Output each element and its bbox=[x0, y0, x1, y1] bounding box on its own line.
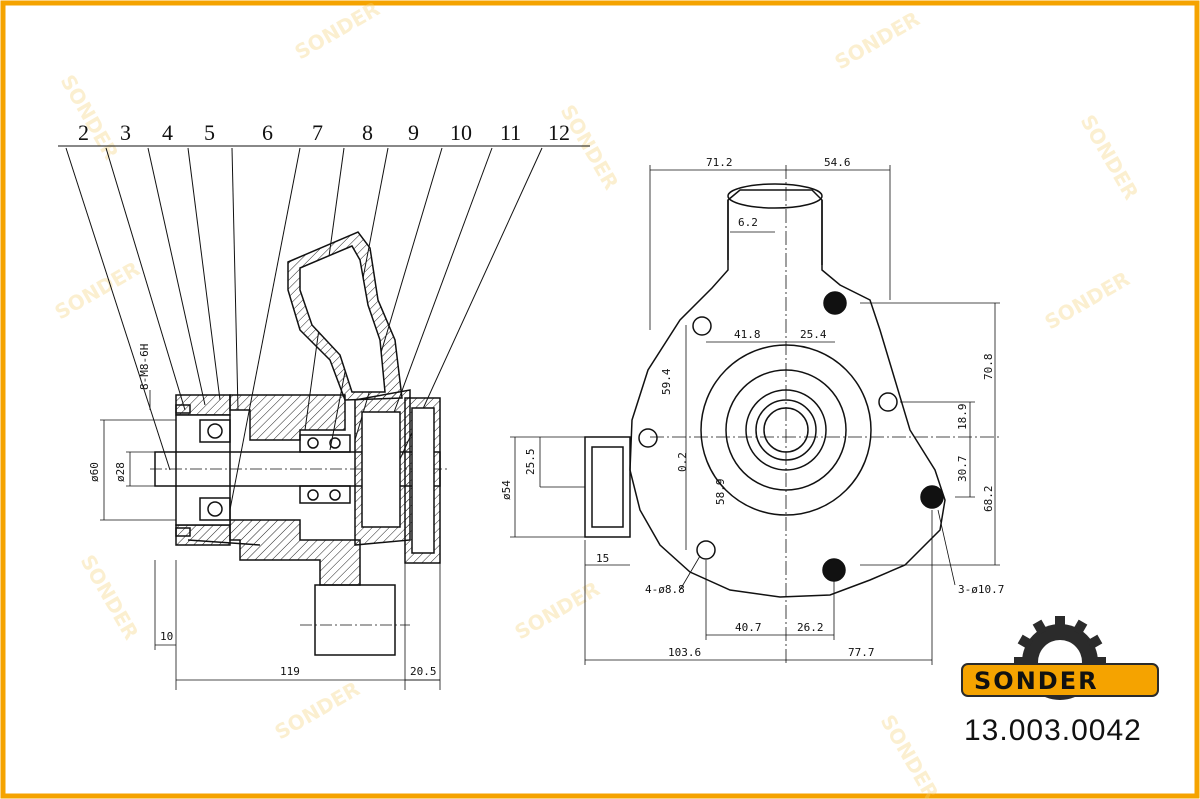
part-number: 13.003.0042 bbox=[964, 714, 1142, 747]
logo-plate bbox=[961, 663, 1159, 697]
dim-59-4: 59.4 bbox=[660, 368, 673, 395]
dim-15: 15 bbox=[596, 552, 609, 565]
part-label: 7 bbox=[312, 120, 323, 145]
dim-len119: 119 bbox=[280, 665, 300, 678]
logo-text: SONDER bbox=[974, 667, 1099, 695]
part-label: 4 bbox=[162, 120, 173, 145]
sonder-logo: SONDER bbox=[961, 616, 1159, 700]
part-label: 3 bbox=[120, 120, 131, 145]
dim-103-6: 103.6 bbox=[668, 646, 701, 659]
dim-77-7: 77.7 bbox=[848, 646, 875, 659]
dim-d28: ø28 bbox=[114, 462, 127, 482]
part-label: 12 bbox=[548, 120, 570, 145]
watermark-text: SONDER bbox=[1076, 111, 1144, 204]
dim-holes3: 3-ø10.7 bbox=[958, 583, 1004, 596]
side-section-view bbox=[58, 145, 590, 690]
dim-top-left: 71.2 bbox=[706, 156, 733, 169]
dim-top-right: 54.6 bbox=[824, 156, 851, 169]
dim-len20-5: 20.5 bbox=[410, 665, 437, 678]
watermark-text: SONDER bbox=[76, 551, 144, 644]
dim-25-4: 25.4 bbox=[800, 328, 827, 341]
watermark-text: SONDER bbox=[511, 577, 604, 645]
dim-58-9: 58.9 bbox=[714, 479, 727, 506]
dim-41-8: 41.8 bbox=[734, 328, 761, 341]
dim-68-2: 68.2 bbox=[982, 486, 995, 513]
watermark-text: SONDER bbox=[291, 0, 384, 64]
front-view-dimensions: 71.2 54.6 6.2 41.8 25.4 59.4 70.8 18.9 2… bbox=[500, 156, 1004, 659]
watermark-text: SONDER bbox=[51, 257, 144, 325]
dim-25-5: 25.5 bbox=[524, 449, 537, 476]
part-label: 11 bbox=[500, 120, 521, 145]
watermark-text: SONDER bbox=[56, 71, 124, 164]
watermark-text: SONDER bbox=[876, 711, 944, 799]
dim-18-9: 18.9 bbox=[956, 404, 969, 431]
part-label: 2 bbox=[78, 120, 89, 145]
watermark-text: SONDER bbox=[271, 677, 364, 745]
watermark-text: SONDER bbox=[556, 101, 624, 194]
dim-40-7: 40.7 bbox=[735, 621, 762, 634]
dim-d54: ø54 bbox=[500, 480, 513, 500]
part-label: 9 bbox=[408, 120, 419, 145]
dim-holes4: 4-ø8.8 bbox=[645, 583, 685, 596]
part-label: 5 bbox=[204, 120, 215, 145]
part-label: 6 bbox=[262, 120, 273, 145]
front-view bbox=[510, 165, 1000, 665]
part-label: 10 bbox=[450, 120, 472, 145]
watermark-text: SONDER bbox=[1041, 267, 1134, 335]
dim-d60: ø60 bbox=[88, 462, 101, 482]
dim-outlet: 6.2 bbox=[738, 216, 758, 229]
dim-30-7: 30.7 bbox=[956, 456, 969, 483]
part-label: 8 bbox=[362, 120, 373, 145]
dim-70-8: 70.8 bbox=[982, 354, 995, 381]
dim-0-2: 0.2 bbox=[676, 452, 689, 472]
part-labels: 2 3 4 5 6 7 8 9 10 11 12 bbox=[78, 120, 570, 145]
dim-len10: 10 bbox=[160, 630, 173, 643]
watermark-text: SONDER bbox=[831, 7, 924, 75]
side-view-dimensions: 8-M8-6H ø60 ø28 10 119 20.5 bbox=[88, 344, 437, 678]
dim-thread: 8-M8-6H bbox=[138, 344, 151, 390]
dim-26-2: 26.2 bbox=[797, 621, 824, 634]
